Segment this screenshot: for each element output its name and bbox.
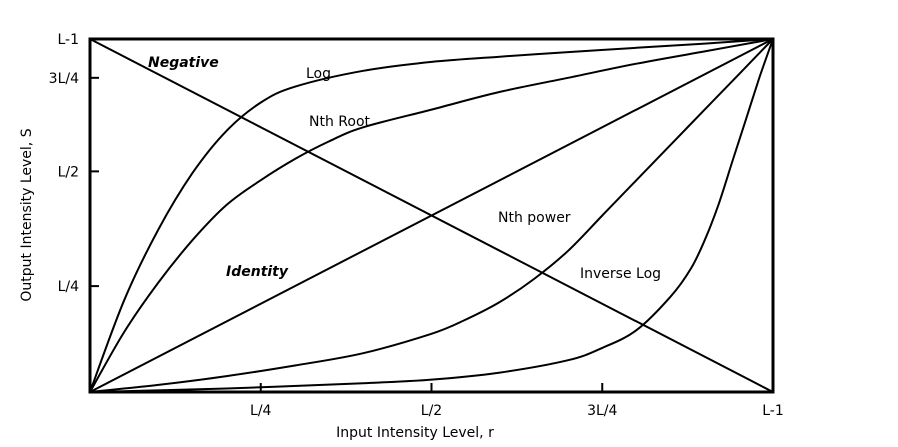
curve-nth-root	[89, 38, 774, 393]
y-tick-label: L/4	[58, 279, 80, 295]
x-tick-label: L-1	[762, 403, 784, 419]
curve-log	[89, 38, 774, 393]
curve-label-identity: Identity	[226, 264, 289, 280]
x-tick-label: 3L/4	[587, 403, 617, 419]
y-axis-label: Output Intensity Level, S	[19, 128, 35, 301]
curves-layer	[89, 38, 774, 393]
x-tick-label: L/4	[250, 403, 272, 419]
y-tick-label: 3L/4	[49, 71, 79, 87]
curve-nth-power	[89, 38, 774, 393]
y-tick-label: L-1	[57, 32, 79, 48]
curve-label-nth-root: Nth Root	[309, 114, 371, 130]
curve-inverse-log	[89, 38, 774, 393]
x-tick-label: L/2	[421, 403, 442, 419]
curve-label-inverse-log: Inverse Log	[580, 266, 661, 282]
curve-identity	[89, 38, 774, 393]
curve-label-log: Log	[306, 66, 331, 82]
curve-label-negative: Negative	[148, 55, 219, 71]
y-tick-label: L/2	[58, 164, 79, 180]
curve-label-nth-power: Nth power	[498, 210, 571, 226]
x-axis-label: Input Intensity Level, r	[336, 425, 494, 441]
